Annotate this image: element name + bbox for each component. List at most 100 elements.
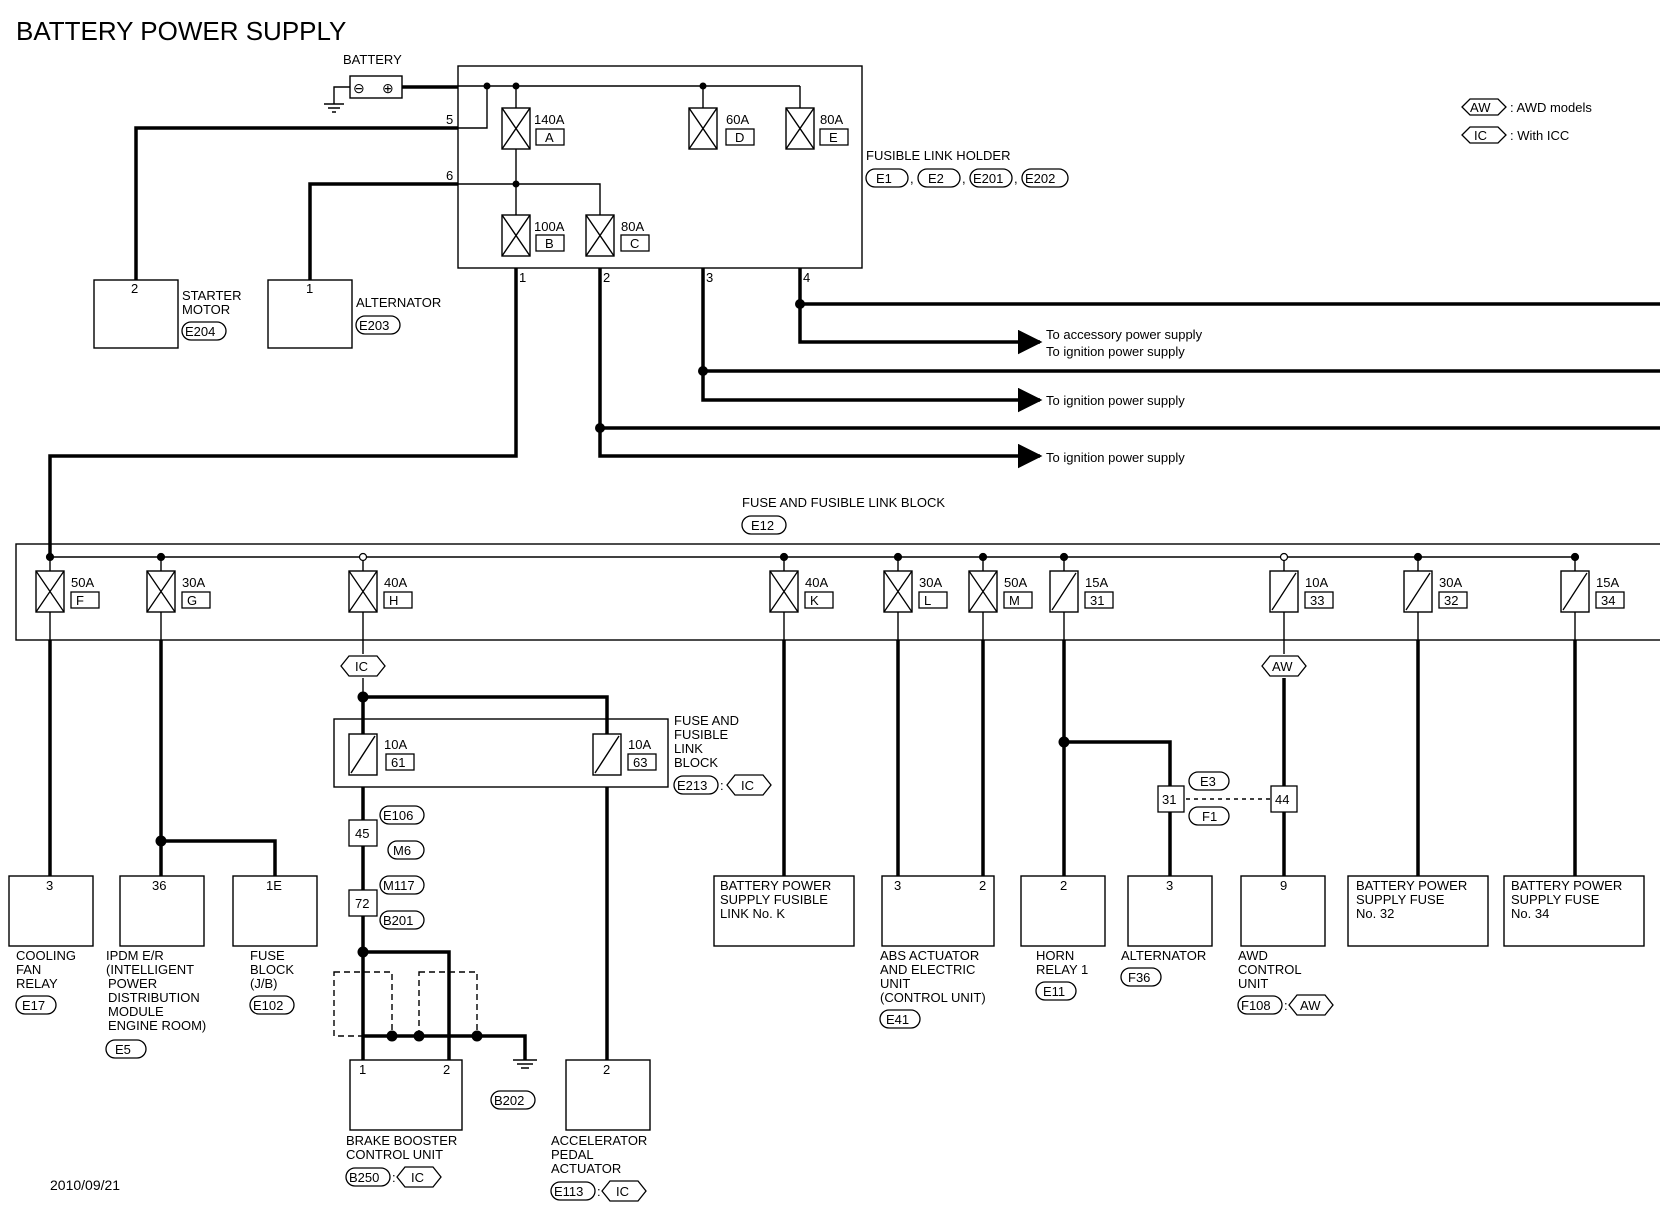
svg-text:BATTERY POWER: BATTERY POWER bbox=[1511, 878, 1622, 893]
svg-text::: : bbox=[597, 1184, 601, 1199]
sub-block-label: FUSE AND FUSIBLE LINK BLOCK E213 : IC bbox=[673, 713, 772, 796]
svg-text:FUSIBLE: FUSIBLE bbox=[674, 727, 729, 742]
svg-text:6: 6 bbox=[446, 168, 453, 183]
legend-tag-aw: AW bbox=[1470, 100, 1491, 115]
svg-text:3: 3 bbox=[894, 878, 901, 893]
svg-text:BLOCK: BLOCK bbox=[250, 962, 294, 977]
starter-motor: 2 STARTER MOTOR E204 bbox=[93, 279, 241, 349]
tag-ic-e12: IC bbox=[340, 655, 386, 677]
date-stamp: 2010/09/21 bbox=[50, 1177, 120, 1193]
svg-text:SUPPLY FUSIBLE: SUPPLY FUSIBLE bbox=[720, 892, 828, 907]
svg-text:FUSE AND: FUSE AND bbox=[674, 713, 739, 728]
e12-fuse-id: M bbox=[1009, 593, 1020, 608]
ground-icon bbox=[513, 1059, 537, 1069]
svg-text:IC: IC bbox=[616, 1184, 629, 1199]
svg-text:M117: M117 bbox=[383, 878, 415, 893]
page-title: BATTERY POWER SUPPLY bbox=[16, 16, 346, 46]
svg-text:80A: 80A bbox=[820, 112, 843, 127]
e12-fuse-id: F bbox=[76, 593, 84, 608]
svg-text:D: D bbox=[735, 130, 744, 145]
svg-text:3: 3 bbox=[46, 878, 53, 893]
svg-text:AWD: AWD bbox=[1238, 948, 1268, 963]
svg-text:M6: M6 bbox=[393, 843, 411, 858]
e12-fuse-amp: 50A bbox=[71, 575, 94, 590]
e12-fuse-id: L bbox=[924, 593, 931, 608]
svg-text:B250: B250 bbox=[349, 1170, 379, 1185]
svg-text:E12: E12 bbox=[751, 518, 774, 533]
svg-text::: : bbox=[720, 778, 724, 793]
svg-text:AND ELECTRIC: AND ELECTRIC bbox=[880, 962, 975, 977]
svg-text:3: 3 bbox=[706, 270, 713, 285]
svg-text:BRAKE BOOSTER: BRAKE BOOSTER bbox=[346, 1133, 457, 1148]
svg-text:ALTERNATOR: ALTERNATOR bbox=[1121, 948, 1206, 963]
inline-connectors-awd: 31 44 E3 F1 bbox=[1157, 771, 1298, 826]
battery-plus: ⊕ bbox=[382, 80, 394, 96]
fusible-link-holder-box bbox=[457, 65, 863, 269]
battery-minus: ⊖ bbox=[353, 80, 365, 96]
fuse-block-box bbox=[15, 543, 1660, 641]
svg-text:LINK No. K: LINK No. K bbox=[720, 906, 785, 921]
accelerator-pedal-actuator: 2 ACCELERATOR PEDAL ACTUATOR E113 : IC bbox=[550, 1059, 651, 1202]
svg-text::: : bbox=[392, 1170, 396, 1185]
svg-text:ACCELERATOR: ACCELERATOR bbox=[551, 1133, 647, 1148]
svg-text:E: E bbox=[829, 130, 838, 145]
e12-fuse-id: K bbox=[810, 593, 819, 608]
brake-booster-control-unit: 1 2 BRAKE BOOSTER CONTROL UNIT B250 : IC bbox=[345, 1059, 463, 1188]
svg-text:MODULE: MODULE bbox=[108, 1004, 164, 1019]
e12-fuse-amp: 40A bbox=[384, 575, 407, 590]
svg-text:BATTERY POWER: BATTERY POWER bbox=[1356, 878, 1467, 893]
destination-wires bbox=[48, 268, 1660, 557]
svg-text:IC: IC bbox=[741, 778, 754, 793]
svg-text:ENGINE ROOM): ENGINE ROOM) bbox=[108, 1018, 206, 1033]
svg-text:3: 3 bbox=[1166, 878, 1173, 893]
e12-fuse-amp: 30A bbox=[919, 575, 942, 590]
svg-text:36: 36 bbox=[152, 878, 166, 893]
battery-power-supply-fuse-34: BATTERY POWER SUPPLY FUSE No. 34 bbox=[1503, 875, 1645, 947]
svg-text:SUPPLY FUSE: SUPPLY FUSE bbox=[1356, 892, 1445, 907]
svg-text:10A: 10A bbox=[384, 737, 407, 752]
svg-text:IPDM E/R: IPDM E/R bbox=[106, 948, 164, 963]
svg-text:C: C bbox=[630, 236, 639, 251]
svg-text:FAN: FAN bbox=[16, 962, 41, 977]
e12-fuse-amp: 50A bbox=[1004, 575, 1027, 590]
svg-text:B201: B201 bbox=[383, 913, 413, 928]
svg-text:9: 9 bbox=[1280, 878, 1287, 893]
sub-fuse-63: 10A 63 bbox=[592, 733, 657, 776]
fuse-block-label: FUSE AND FUSIBLE LINK BLOCK bbox=[742, 495, 945, 510]
battery-label: BATTERY bbox=[343, 52, 402, 67]
svg-text:E102: E102 bbox=[253, 998, 283, 1013]
svg-text:E204: E204 bbox=[185, 324, 215, 339]
ground-icon bbox=[324, 103, 344, 113]
svg-text:10A: 10A bbox=[628, 737, 651, 752]
svg-text:E3: E3 bbox=[1200, 774, 1216, 789]
svg-text:61: 61 bbox=[391, 755, 405, 770]
svg-text:(J/B): (J/B) bbox=[250, 976, 277, 991]
svg-text:E202: E202 bbox=[1025, 171, 1055, 186]
e12-fuse-id: G bbox=[187, 593, 197, 608]
svg-text:IC: IC bbox=[355, 659, 368, 674]
svg-text:RELAY 1: RELAY 1 bbox=[1036, 962, 1088, 977]
svg-text:AW: AW bbox=[1272, 659, 1293, 674]
svg-text:A: A bbox=[545, 130, 554, 145]
holder-fuse-c: 80A C bbox=[585, 214, 650, 257]
dest-ignition-2: To ignition power supply bbox=[1046, 393, 1185, 408]
holder-pins: 5 6 1 2 3 4 bbox=[446, 112, 810, 285]
e12-fuse-amp: 10A bbox=[1305, 575, 1328, 590]
svg-text:STARTER: STARTER bbox=[182, 288, 241, 303]
svg-text:60A: 60A bbox=[726, 112, 749, 127]
svg-text:ABS ACTUATOR: ABS ACTUATOR bbox=[880, 948, 979, 963]
svg-text:HORN: HORN bbox=[1036, 948, 1074, 963]
battery-power-supply-fuse-32: BATTERY POWER SUPPLY FUSE No. 32 bbox=[1347, 875, 1489, 947]
svg-text:100A: 100A bbox=[534, 219, 565, 234]
svg-text:UNIT: UNIT bbox=[880, 976, 910, 991]
holder-fuse-a: 140A A bbox=[501, 107, 565, 150]
svg-text:2: 2 bbox=[979, 878, 986, 893]
dest-ignition-1: To ignition power supply bbox=[1046, 344, 1185, 359]
e12-fuse-amp: 30A bbox=[1439, 575, 1462, 590]
svg-text:,: , bbox=[962, 171, 966, 186]
